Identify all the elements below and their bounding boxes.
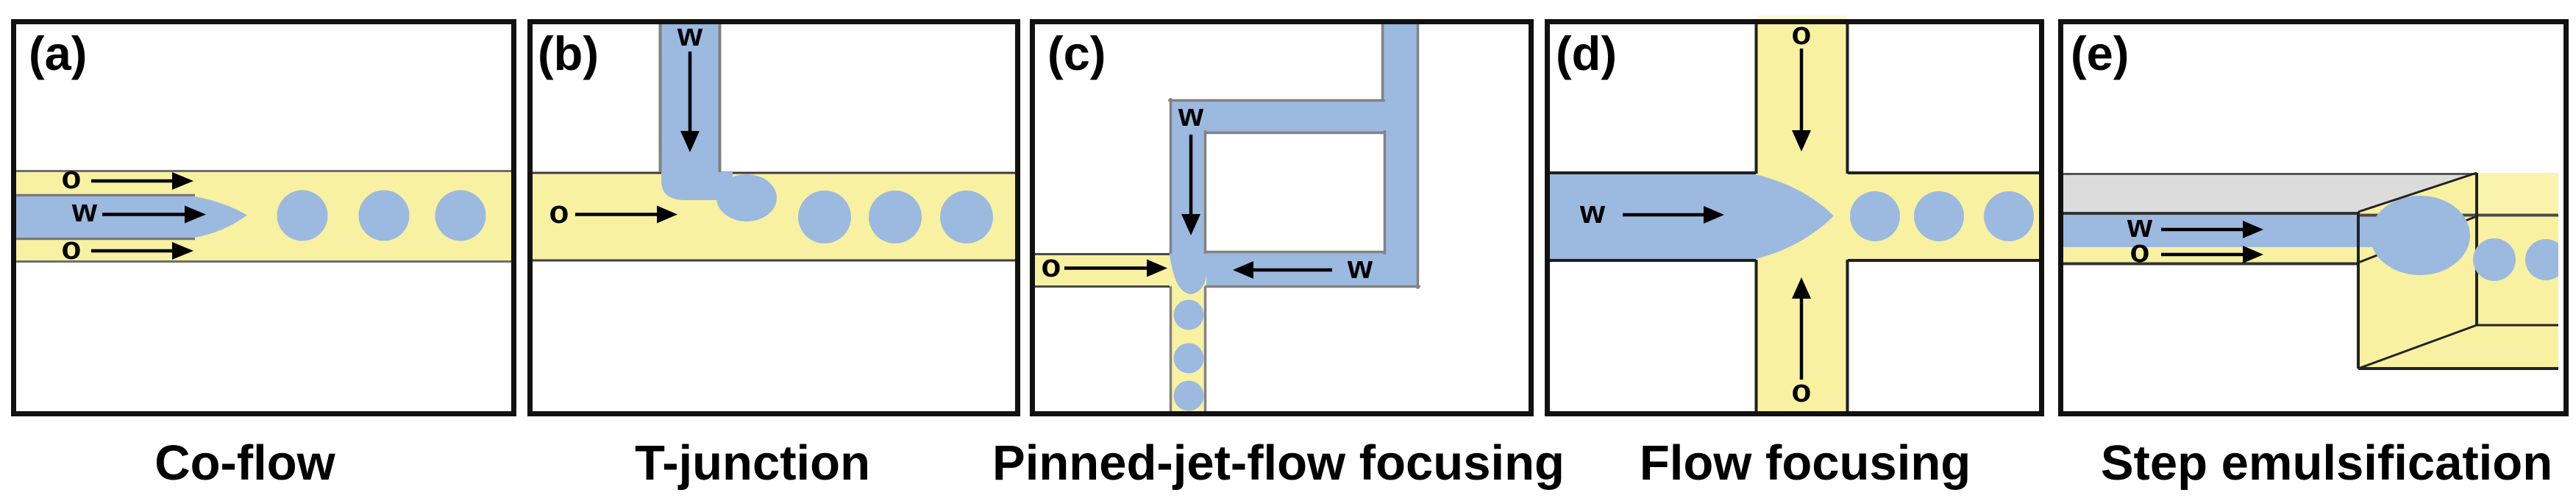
svg-text:w: w [1178, 97, 1204, 133]
svg-text:(c): (c) [1047, 26, 1106, 80]
svg-text:w: w [71, 193, 98, 229]
svg-text:o: o [2130, 233, 2150, 269]
svg-text:w: w [2127, 208, 2153, 244]
svg-text:o: o [549, 194, 569, 230]
svg-text:Co-flow: Co-flow [154, 435, 335, 491]
svg-text:o: o [62, 230, 82, 266]
svg-text:o: o [1042, 248, 1061, 284]
svg-text:o: o [62, 160, 82, 196]
svg-text:w: w [1579, 194, 1606, 230]
svg-text:w: w [1347, 249, 1373, 285]
svg-text:Pinned-jet-flow focusing: Pinned-jet-flow focusing [992, 435, 1565, 491]
svg-text:(d): (d) [1556, 26, 1617, 80]
svg-text:Flow focusing: Flow focusing [1640, 435, 1971, 491]
svg-text:T-junction: T-junction [635, 435, 870, 491]
svg-text:(e): (e) [2071, 26, 2129, 80]
svg-text:(b): (b) [538, 26, 599, 80]
svg-text:Step emulsification: Step emulsification [2101, 435, 2552, 491]
svg-text:(a): (a) [29, 26, 87, 80]
